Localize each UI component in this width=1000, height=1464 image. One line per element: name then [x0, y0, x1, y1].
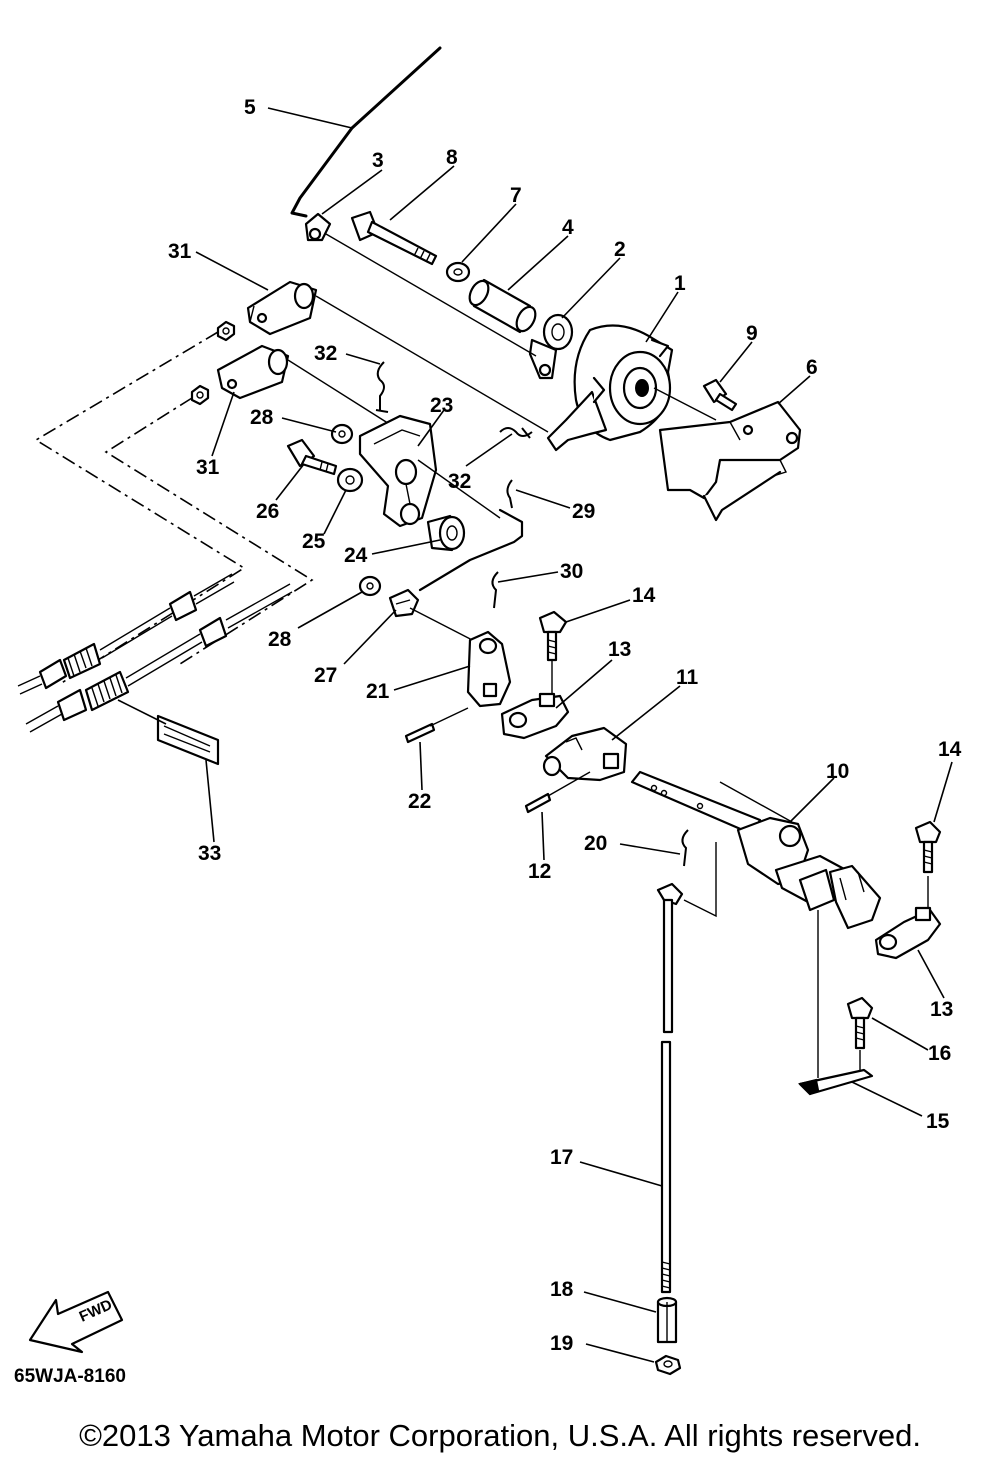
part-22-pin	[404, 707, 469, 744]
callout-12: 12	[528, 860, 551, 883]
callout-25: 25	[302, 530, 326, 553]
callout-6: 6	[806, 356, 818, 379]
phantom-shaft-link	[683, 842, 717, 918]
link-line-axis-6	[653, 387, 717, 421]
part-20-clip	[681, 829, 689, 867]
callout-13-upper: 13	[608, 638, 631, 661]
phantom-line-a	[34, 331, 246, 685]
part-16-bolt	[846, 996, 874, 1072]
link-line-31-upper	[315, 295, 549, 433]
callout-32-upper: 32	[314, 342, 337, 365]
part-32-clip-lower	[499, 427, 533, 439]
part-15-plate	[798, 1068, 874, 1096]
part-31-upper-joint	[246, 280, 318, 336]
part-17-shift-rod	[656, 882, 684, 1294]
part-28-washer-lower	[358, 575, 382, 597]
callout-21: 21	[366, 680, 390, 703]
part-23-bellcrank	[358, 414, 438, 528]
part-13-clamp-upper	[500, 692, 570, 740]
part-2-lever	[528, 338, 558, 380]
part-8-bolt	[350, 210, 438, 266]
part-19-nut	[654, 1354, 682, 1376]
callout-23: 23	[430, 394, 453, 417]
drawing-code: 65WJA-8160	[14, 1366, 126, 1387]
part-25-washer	[336, 467, 364, 493]
shift-cable	[25, 583, 293, 733]
part-26-bolt	[286, 438, 338, 476]
part-29-clip	[506, 479, 513, 509]
callout-8: 8	[446, 146, 458, 169]
callout-1: 1	[674, 272, 686, 295]
callout-19: 19	[550, 1332, 573, 1355]
copyright-notice: ©2013 Yamaha Motor Corporation, U.S.A. A…	[79, 1418, 921, 1453]
callout-32-lower: 32	[448, 470, 471, 493]
callout-13-right: 13	[930, 998, 953, 1021]
part-4-sleeve	[468, 278, 537, 334]
callout-2: 2	[614, 238, 626, 261]
callout-30: 30	[560, 560, 583, 583]
callout-5: 5	[244, 96, 256, 119]
callout-27: 27	[314, 664, 337, 687]
callout-3: 3	[372, 149, 384, 172]
callout-10: 10	[826, 760, 849, 783]
callout-15: 15	[926, 1110, 950, 1133]
callout-11: 11	[676, 666, 699, 689]
callout-28-lower: 28	[268, 628, 292, 651]
part-33-label	[156, 714, 220, 766]
part-18-coupling	[656, 1296, 678, 1344]
link-line-axis-1	[325, 233, 537, 357]
part-28-washer-upper	[330, 423, 354, 445]
part-13-clamp-right	[874, 906, 942, 960]
part-11-joint	[542, 726, 628, 782]
callout-22: 22	[408, 790, 431, 813]
callout-24: 24	[344, 544, 368, 567]
callout-numbers: 5 3 8 7 4 2 1 9 6 31 31 32 28 23 32 29 2…	[168, 96, 962, 1355]
callout-14-upper: 14	[632, 584, 656, 607]
part-24-collar	[426, 514, 466, 552]
part-9-bolt	[702, 378, 738, 412]
part-2-bushing	[542, 313, 574, 351]
callout-14-right: 14	[938, 738, 962, 761]
callout-16: 16	[928, 1042, 951, 1065]
part-14-bolt-upper	[538, 610, 568, 696]
link-line-31-lower	[287, 359, 403, 433]
callout-31-lower: 31	[196, 456, 220, 479]
leader-lines	[117, 107, 953, 1363]
part-21-lever	[466, 630, 512, 708]
phantom-line-b	[104, 397, 314, 665]
callout-26: 26	[256, 500, 279, 523]
part-10-shift-shaft	[630, 770, 882, 930]
part-1-lever	[546, 324, 674, 452]
part-32-clip-upper	[375, 361, 389, 413]
callout-7: 7	[510, 184, 522, 207]
callout-33: 33	[198, 842, 221, 865]
callout-18: 18	[550, 1278, 574, 1301]
part-7-washer	[445, 261, 471, 283]
part-27-rod-end	[388, 588, 481, 645]
callout-17: 17	[550, 1146, 573, 1169]
callout-28-upper: 28	[250, 406, 274, 429]
throttle-cable	[17, 573, 235, 695]
part-5-rod	[290, 46, 442, 218]
part-12-pin	[524, 771, 591, 814]
part-31-lower-joint	[216, 344, 290, 400]
part-30-clip	[491, 571, 499, 609]
part-6-bracket	[658, 400, 802, 522]
part-3-clip	[304, 212, 332, 242]
callout-9: 9	[746, 322, 758, 345]
callout-4: 4	[562, 216, 574, 239]
nut-upper	[216, 320, 236, 342]
callout-31-upper: 31	[168, 240, 192, 263]
link-rod-27	[417, 459, 524, 592]
callout-29: 29	[572, 500, 595, 523]
fwd-arrow-icon: FWD	[28, 1290, 124, 1354]
callout-20: 20	[584, 832, 607, 855]
nut-lower	[190, 384, 210, 406]
part-14-bolt-right	[914, 820, 942, 908]
